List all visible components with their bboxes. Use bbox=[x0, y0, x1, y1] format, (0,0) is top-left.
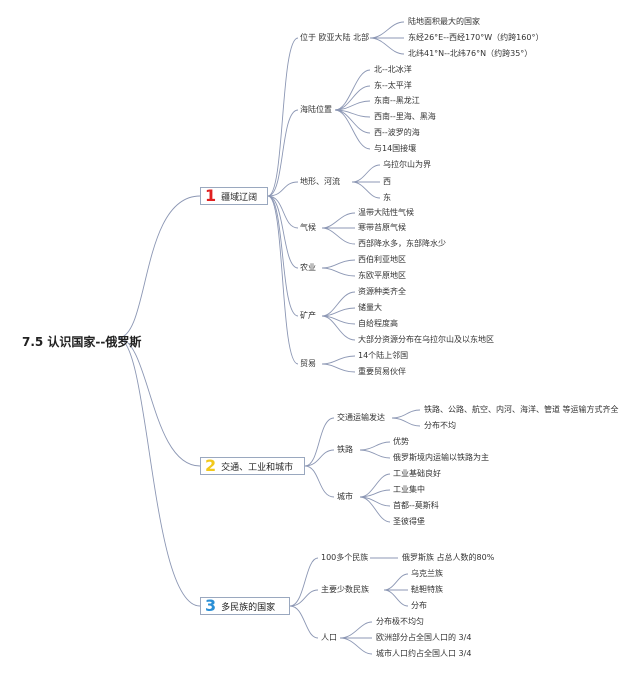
node-sea-land-position: 海陆位置 bbox=[300, 105, 332, 114]
branch-3-label: 多民族的国家 bbox=[221, 602, 276, 613]
branch-1-number: 1 bbox=[205, 186, 217, 205]
branch-2-number: 2 bbox=[205, 456, 217, 475]
leaf-location-2: 东经26°E--西经170°W（约跨160°） bbox=[408, 33, 544, 42]
leaf-city-4: 圣彼得堡 bbox=[393, 517, 425, 526]
leaf-climate-3: 西部降水多，东部降水少 bbox=[358, 239, 446, 248]
leaf-rail-1: 优势 bbox=[393, 437, 409, 446]
leaf-transport-2: 分布不均 bbox=[424, 421, 456, 430]
leaf-transport-1: 铁路、公路、航空、内河、海洋、管道 等运输方式齐全 bbox=[424, 405, 619, 414]
leaf-rail-2: 俄罗斯境内运输以铁路为主 bbox=[393, 453, 489, 462]
node-minorities: 主要少数民族 bbox=[321, 585, 369, 594]
leaf-mineral-4: 大部分资源分布在乌拉尔山及以东地区 bbox=[358, 335, 494, 344]
node-location: 位于 欧亚大陆 北部 bbox=[300, 33, 370, 42]
leaf-climate-1: 温带大陆性气候 bbox=[358, 208, 414, 217]
leaf-pop-2: 欧洲部分占全国人口的 3/4 bbox=[376, 633, 472, 642]
leaf-city-2: 工业集中 bbox=[393, 485, 425, 494]
leaf-city-1: 工业基础良好 bbox=[393, 469, 441, 478]
leaf-minor-3: 分布 bbox=[411, 601, 427, 610]
leaf-agri-2: 东欧平原地区 bbox=[358, 271, 406, 280]
leaf-terrain-1: 乌拉尔山为界 bbox=[383, 160, 431, 169]
branch-1-territory: 1 疆域辽阔 bbox=[200, 187, 268, 205]
leaf-trade-1: 14个陆上邻国 bbox=[358, 351, 409, 360]
leaf-minor-1: 乌克兰族 bbox=[411, 569, 443, 578]
node-railway: 铁路 bbox=[337, 445, 353, 454]
leaf-mineral-1: 资源种类齐全 bbox=[358, 287, 406, 296]
leaf-sea-6: 与14国接壤 bbox=[374, 144, 417, 153]
branch-2-transport-industry: 2 交通、工业和城市 bbox=[200, 457, 305, 475]
leaf-mineral-3: 自给程度高 bbox=[358, 319, 398, 328]
leaf-terrain-2: 西 bbox=[383, 177, 391, 186]
leaf-location-1: 陆地面积最大的国家 bbox=[408, 17, 480, 26]
leaf-trade-2: 重要贸易伙伴 bbox=[358, 367, 406, 376]
leaf-agri-1: 西伯利亚地区 bbox=[358, 255, 406, 264]
node-agriculture: 农业 bbox=[300, 263, 316, 272]
node-city: 城市 bbox=[337, 492, 353, 501]
node-climate: 气候 bbox=[300, 223, 316, 232]
node-terrain-rivers: 地形、河流 bbox=[300, 177, 340, 186]
branch-2-label: 交通、工业和城市 bbox=[221, 462, 294, 473]
branch-1-label: 疆域辽阔 bbox=[221, 192, 258, 203]
leaf-sea-3: 东南--黑龙江 bbox=[374, 96, 420, 105]
leaf-location-3: 北纬41°N--北纬76°N（约跨35°） bbox=[408, 49, 533, 58]
node-transport: 交通运输发达 bbox=[337, 413, 385, 422]
leaf-sea-4: 西南--里海、黑海 bbox=[374, 112, 436, 121]
leaf-sea-1: 北--北冰洋 bbox=[374, 65, 412, 74]
leaf-sea-5: 西--波罗的海 bbox=[374, 128, 420, 137]
node-ethnic-count: 100多个民族 bbox=[321, 553, 369, 562]
leaf-minor-2: 鞑靼特族 bbox=[411, 585, 443, 594]
leaf-mineral-2: 储量大 bbox=[358, 303, 382, 312]
leaf-sea-2: 东--太平洋 bbox=[374, 81, 412, 90]
node-minerals: 矿产 bbox=[300, 311, 316, 320]
leaf-ethnic-1: 俄罗斯族 占总人数的80% bbox=[402, 553, 495, 562]
leaf-pop-1: 分布极不均匀 bbox=[376, 617, 424, 626]
leaf-climate-2: 寒带苔原气候 bbox=[358, 223, 406, 232]
root-topic: 7.5 认识国家--俄罗斯 bbox=[22, 335, 142, 349]
node-population: 人口 bbox=[321, 633, 337, 642]
branch-3-number: 3 bbox=[205, 596, 217, 615]
leaf-city-3: 首都--莫斯科 bbox=[393, 501, 439, 510]
leaf-pop-3: 城市人口约占全国人口 3/4 bbox=[376, 649, 472, 658]
leaf-terrain-3: 东 bbox=[383, 193, 391, 202]
node-trade: 贸易 bbox=[300, 359, 316, 368]
branch-3-ethnic-groups: 3 多民族的国家 bbox=[200, 597, 290, 615]
